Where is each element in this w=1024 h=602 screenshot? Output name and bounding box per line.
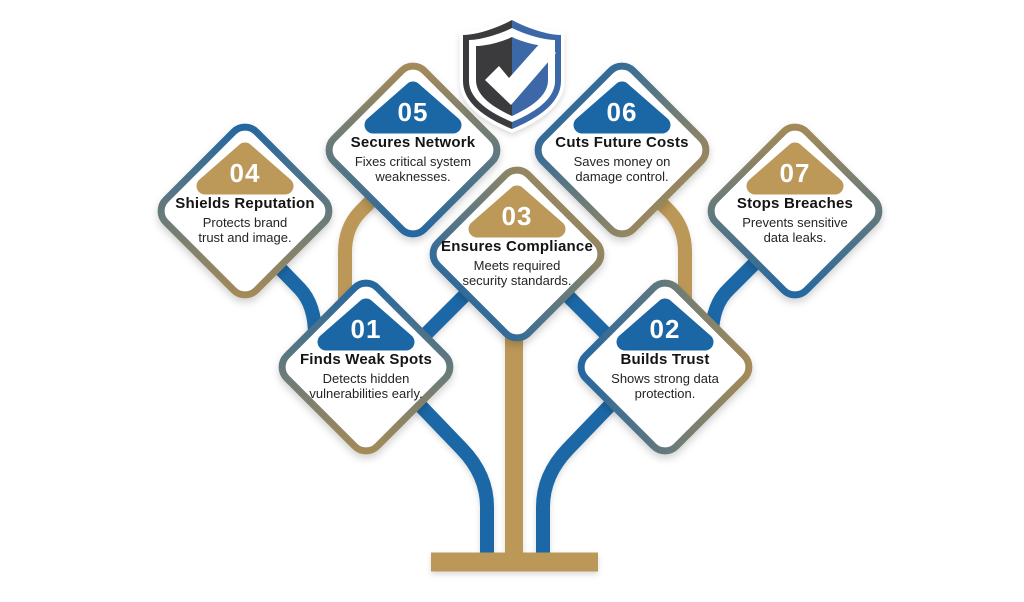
diamond-cards (157, 62, 883, 455)
node-01-badge (317, 298, 415, 351)
node-06-diamond (534, 62, 710, 238)
branch-node01-to-base (407, 393, 494, 558)
node-04-badge (196, 142, 294, 195)
number-badges (196, 81, 844, 351)
node-05-diamond (325, 62, 501, 238)
node-07-diamond (707, 123, 883, 299)
node-01-diamond (278, 279, 454, 455)
node-04-diamond (157, 123, 333, 299)
tree-branches (264, 187, 765, 572)
branch-node02-to-base (536, 393, 623, 558)
branch-node05 (338, 187, 385, 318)
node-06-badge (573, 81, 671, 134)
node-03-diamond (429, 166, 605, 342)
checkmark-icon (485, 41, 556, 105)
node-05-badge (364, 81, 462, 134)
branch-node06 (645, 187, 692, 318)
shield-checkmark-icon (459, 16, 565, 133)
node-07-badge (746, 142, 844, 195)
node-02-badge (616, 298, 714, 351)
node-02-diamond (577, 279, 753, 455)
node-03-badge (468, 185, 566, 238)
